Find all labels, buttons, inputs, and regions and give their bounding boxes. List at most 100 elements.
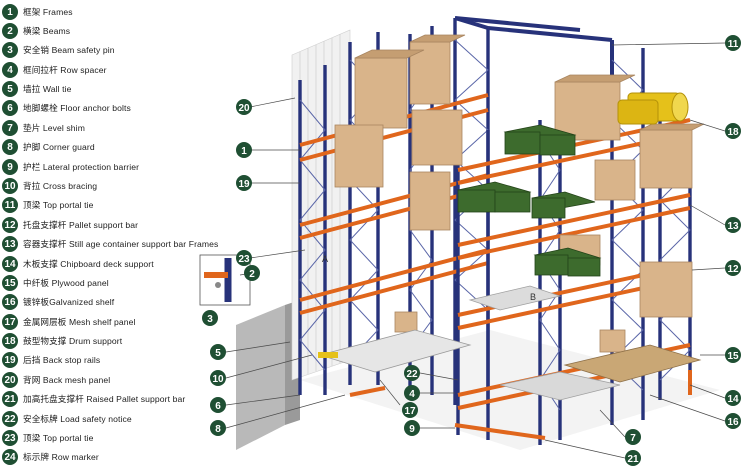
svg-text:12: 12 [727,264,739,275]
svg-text:21: 21 [627,454,639,465]
legend-label: 顶梁 Top portal tie [23,433,94,443]
legend-number-badge: 14 [2,256,18,272]
legend-number-badge: 19 [2,352,18,368]
callout-18: 18 [725,123,741,139]
svg-text:14: 14 [727,394,739,405]
legend-number-badge: 2 [2,23,18,39]
legend-label: 墙拉 Wall tie [23,84,72,94]
callout-10: 10 [210,370,226,386]
legend-item-22: 22 安全标牌 Load safety notice [2,410,132,428]
legend-label: 垫片 Level shim [23,123,85,133]
legend-item-2: 2 横梁 Beams [2,22,70,40]
callout-1: 1 [236,142,252,158]
legend-label: 地脚螺栓 Floor anchor bolts [23,103,131,113]
callout-13: 13 [725,217,741,233]
svg-text:16: 16 [727,417,739,428]
legend-label: 横梁 Beams [23,26,71,36]
legend-number-badge: 15 [2,275,18,291]
callout-8: 8 [210,420,226,436]
legend-item-5: 5 墙拉 Wall tie [2,80,72,98]
svg-text:22: 22 [406,369,418,380]
svg-text:20: 20 [238,103,250,114]
legend-number-badge: 22 [2,411,18,427]
svg-text:3: 3 [207,314,213,325]
legend-label: 鼓型物支撑 Drum support [23,336,123,346]
callout-22: 22 [404,365,420,381]
callout-2: 2 [244,265,260,281]
legend-item-10: 10 背拉 Cross bracing [2,177,97,195]
callout-15: 15 [725,347,741,363]
svg-text:4: 4 [409,389,415,400]
legend-label: 木板支撑 Chipboard deck support [23,259,154,269]
legend-label: 框架 Frames [23,7,73,17]
callout-11: 11 [725,35,741,51]
svg-text:2: 2 [249,269,255,280]
callout-7: 7 [625,429,641,445]
beam-pin-inset [199,254,251,306]
legend-item-1: 1 框架 Frames [2,3,73,21]
legend-number-badge: 1 [2,4,18,20]
legend-number-badge: 4 [2,62,18,78]
svg-text:7: 7 [630,433,636,444]
aisle-label-a: A [322,254,328,264]
legend-number-badge: 10 [2,178,18,194]
legend-number-badge: 11 [2,197,18,213]
stillage-containers [456,124,602,277]
legend-label: 背网 Back mesh panel [23,375,111,385]
svg-text:23: 23 [238,254,250,265]
callout-20: 20 [236,99,252,115]
legend-label: 容器支撑杆 Still age container support bar Fr… [23,239,219,249]
legend-number-badge: 3 [2,42,18,58]
legend-label: 后挡 Back stop rails [23,355,101,365]
legend-item-19: 19 后挡 Back stop rails [2,351,100,369]
svg-text:5: 5 [215,348,221,359]
legend-item-11: 11 顶梁 Top portal tie [2,196,93,214]
callout-5: 5 [210,344,226,360]
concrete-wall [236,300,300,450]
legend-item-23: 23 顶梁 Top portal tie [2,429,93,447]
legend-number-badge: 8 [2,139,18,155]
legend-label: 背拉 Cross bracing [23,181,98,191]
callout-19: 19 [236,175,252,191]
legend-item-14: 14 木板支撑 Chipboard deck support [2,255,154,273]
legend-number-badge: 7 [2,120,18,136]
leader-lines [225,42,726,459]
svg-text:8: 8 [215,424,221,435]
legend-label: 顶梁 Top portal tie [23,200,94,210]
svg-text:13: 13 [727,221,739,232]
legend-number-badge: 5 [2,81,18,97]
legend-item-4: 4 框间拉杆 Row spacer [2,61,107,79]
legend-number-badge: 12 [2,217,18,233]
shelves [318,285,702,401]
legend-label: 框间拉杆 Row spacer [23,65,107,75]
legend-label: 标示牌 Row marker [23,452,99,462]
legend-number-badge: 9 [2,159,18,175]
svg-text:17: 17 [404,406,416,417]
legend-label: 安全标牌 Load safety notice [23,414,132,424]
svg-text:10: 10 [212,374,224,385]
svg-text:9: 9 [409,424,415,435]
svg-text:6: 6 [215,401,221,412]
pallet-cartons [334,34,705,353]
callout-16: 16 [725,413,741,429]
svg-text:11: 11 [728,39,739,50]
callout-9: 9 [404,420,420,436]
svg-text:15: 15 [727,351,739,362]
legend-label: 加高托盘支撑杆 Raised Pallet support bar [23,394,186,404]
legend-number-badge: 23 [2,430,18,446]
legend-number-badge: 6 [2,100,18,116]
callout-12: 12 [725,260,741,276]
legend-label: 中纤板 Plywood panel [23,278,109,288]
svg-text:19: 19 [238,179,250,190]
